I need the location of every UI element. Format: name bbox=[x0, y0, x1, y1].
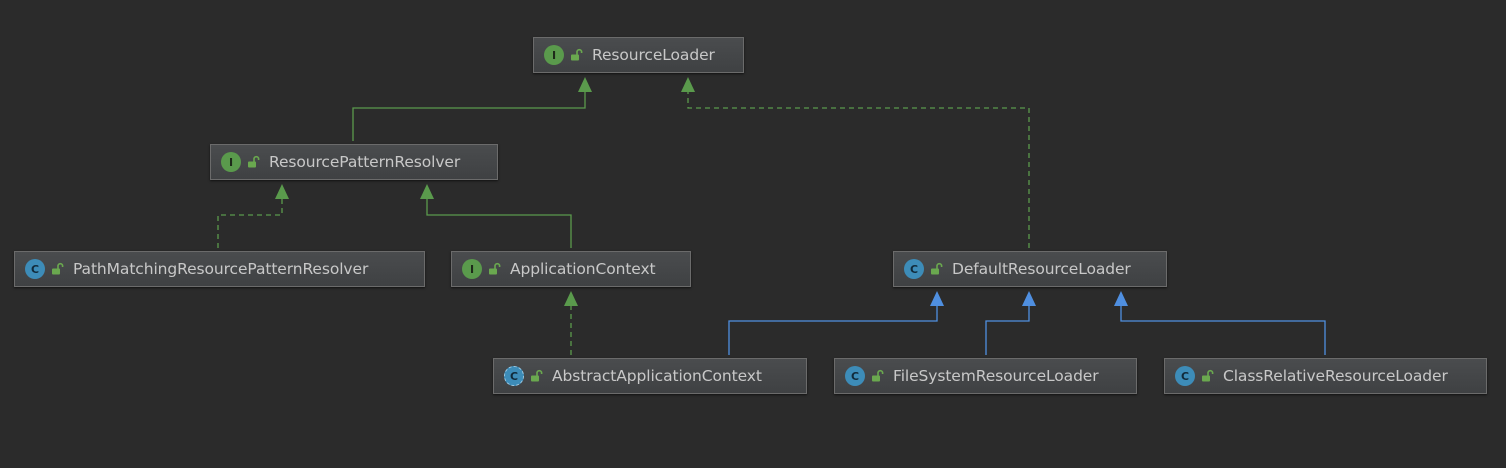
class-icon: C bbox=[904, 259, 924, 279]
node-label: ApplicationContext bbox=[510, 260, 656, 278]
interface-icon: I bbox=[544, 45, 564, 65]
node-resource-loader[interactable]: I ResourceLoader bbox=[533, 37, 744, 73]
unlocked-padlock-icon bbox=[489, 262, 501, 275]
unlocked-padlock-icon bbox=[52, 262, 64, 275]
node-class-relative-resource-loader[interactable]: C ClassRelativeResourceLoader bbox=[1164, 358, 1487, 394]
edge-abstract-application-context-implements-application-context bbox=[564, 291, 578, 355]
node-abstract-application-context[interactable]: C AbstractApplicationContext bbox=[493, 358, 807, 394]
edge-abstract-application-context-extends-default-resource-loader bbox=[728, 291, 944, 355]
edge-default-resource-loader-implements-resource-loader bbox=[681, 77, 1030, 248]
unlocked-padlock-icon bbox=[248, 155, 260, 168]
node-label: DefaultResourceLoader bbox=[952, 260, 1131, 278]
class-icon: C bbox=[1175, 366, 1195, 386]
node-label: ResourcePatternResolver bbox=[269, 153, 461, 171]
node-resource-pattern-resolver[interactable]: I ResourcePatternResolver bbox=[210, 144, 498, 180]
unlocked-padlock-icon bbox=[571, 48, 583, 61]
node-default-resource-loader[interactable]: C DefaultResourceLoader bbox=[893, 251, 1167, 287]
class-icon: C bbox=[25, 259, 45, 279]
unlocked-padlock-icon bbox=[931, 262, 943, 275]
node-label: FileSystemResourceLoader bbox=[893, 367, 1099, 385]
node-path-matching-resource-pattern-resolver[interactable]: C PathMatchingResourcePatternResolver bbox=[14, 251, 425, 287]
edge-file-system-resource-loader-extends-default-resource-loader bbox=[985, 291, 1036, 355]
node-label: AbstractApplicationContext bbox=[552, 367, 762, 385]
edge-application-context-extends-resource-pattern-resolver bbox=[420, 184, 572, 248]
interface-icon: I bbox=[462, 259, 482, 279]
abstract-class-icon: C bbox=[504, 366, 524, 386]
unlocked-padlock-icon bbox=[531, 369, 543, 382]
edge-class-relative-resource-loader-extends-default-resource-loader bbox=[1114, 291, 1326, 355]
node-label: ResourceLoader bbox=[592, 46, 715, 64]
edge-resource-pattern-resolver-extends-resource-loader bbox=[352, 77, 592, 141]
node-application-context[interactable]: I ApplicationContext bbox=[451, 251, 691, 287]
node-label: PathMatchingResourcePatternResolver bbox=[73, 260, 369, 278]
interface-icon: I bbox=[221, 152, 241, 172]
node-file-system-resource-loader[interactable]: C FileSystemResourceLoader bbox=[834, 358, 1137, 394]
edge-path-matching-implements-resource-pattern-resolver bbox=[217, 184, 289, 248]
unlocked-padlock-icon bbox=[1202, 369, 1214, 382]
unlocked-padlock-icon bbox=[872, 369, 884, 382]
class-icon: C bbox=[845, 366, 865, 386]
node-label: ClassRelativeResourceLoader bbox=[1223, 367, 1448, 385]
